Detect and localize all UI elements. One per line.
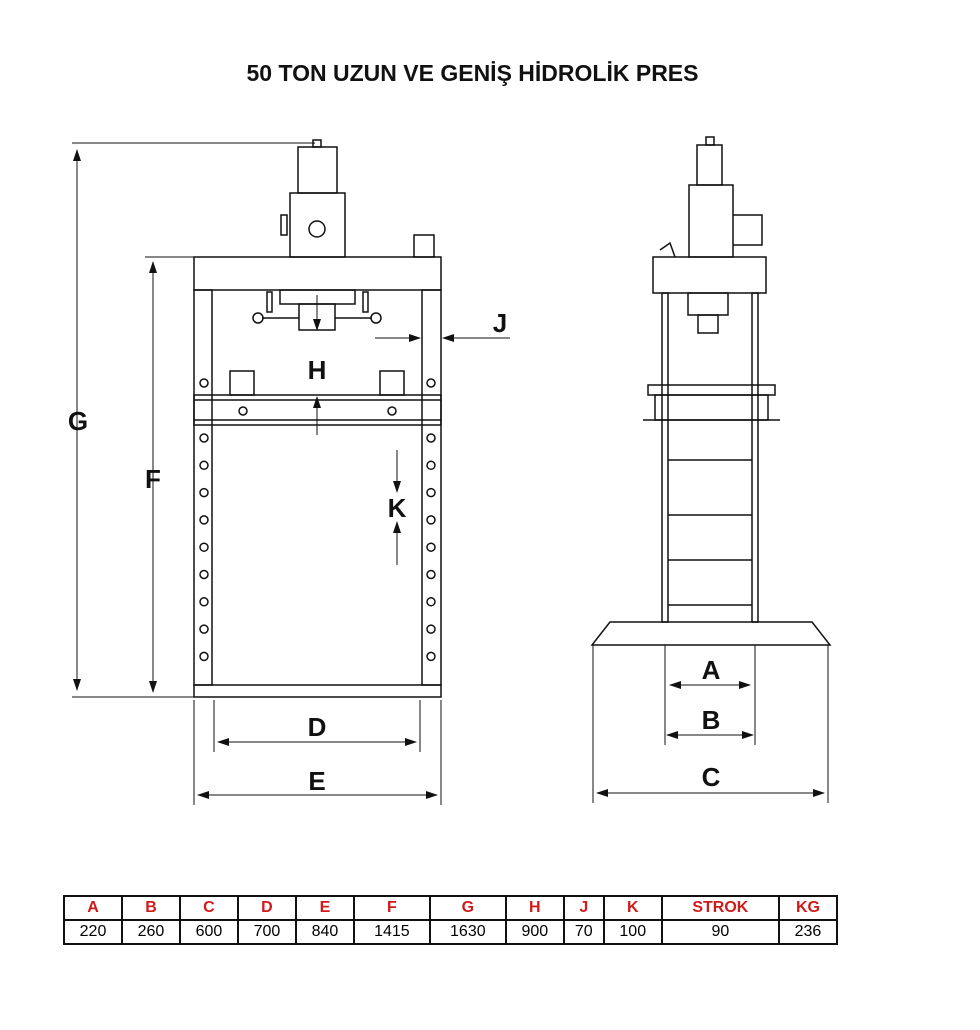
column-hole bbox=[426, 597, 436, 607]
spec-value-cell: 1415 bbox=[352, 919, 431, 945]
dim-label-k: K bbox=[388, 493, 407, 523]
spec-value-cell: 100 bbox=[602, 919, 663, 945]
spec-header-cell: E bbox=[294, 895, 355, 921]
spec-header-cell: B bbox=[120, 895, 181, 921]
spec-value-cell: 1630 bbox=[428, 919, 507, 945]
column-hole bbox=[426, 515, 436, 525]
spec-header-cell: KG bbox=[777, 895, 839, 921]
spec-value-cell: 90 bbox=[660, 919, 780, 945]
dim-label-h: H bbox=[308, 355, 327, 385]
dim-label-d: D bbox=[308, 712, 327, 742]
column-hole bbox=[426, 433, 436, 443]
dim-label-j: J bbox=[493, 308, 507, 338]
dim-label-b: B bbox=[702, 705, 721, 735]
spec-value-cell: 840 bbox=[294, 919, 355, 945]
spec-value-cell: 700 bbox=[236, 919, 297, 945]
spec-value-cell: 600 bbox=[178, 919, 239, 945]
page-title: 50 TON UZUN VE GENİŞ HİDROLİK PRES bbox=[246, 60, 699, 86]
spec-header-cell: D bbox=[236, 895, 297, 921]
column-hole bbox=[199, 515, 209, 525]
column-hole bbox=[426, 651, 436, 662]
spec-header-cell: F bbox=[352, 895, 431, 921]
column-hole bbox=[199, 542, 209, 552]
spec-header-cell: J bbox=[562, 895, 605, 921]
column-hole bbox=[426, 542, 436, 552]
spec-value-cell: 220 bbox=[63, 919, 123, 945]
dim-label-g: G bbox=[68, 406, 88, 436]
column-hole bbox=[426, 460, 436, 471]
spec-value-cell: 70 bbox=[562, 919, 605, 945]
dim-label-a: A bbox=[702, 655, 721, 685]
column-hole bbox=[199, 433, 209, 443]
column-hole bbox=[426, 624, 436, 634]
spec-header-cell: K bbox=[602, 895, 663, 921]
side-view bbox=[590, 136, 832, 803]
spec-header-cell: STROK bbox=[660, 895, 780, 921]
column-hole bbox=[426, 487, 436, 498]
column-hole bbox=[199, 569, 209, 580]
column-hole bbox=[199, 651, 209, 662]
spec-value-cell: 900 bbox=[504, 919, 565, 945]
column-hole bbox=[199, 624, 209, 634]
front-view bbox=[72, 139, 510, 805]
spec-header-cell: G bbox=[428, 895, 507, 921]
column-hole bbox=[199, 460, 209, 471]
column-hole bbox=[199, 597, 209, 607]
spec-value-cell: 236 bbox=[777, 919, 839, 945]
spec-value-cell: 260 bbox=[120, 919, 181, 945]
spec-header-cell: C bbox=[178, 895, 239, 921]
column-hole bbox=[199, 487, 209, 498]
column-hole bbox=[426, 569, 436, 580]
spec-header-cell: A bbox=[63, 895, 123, 921]
dim-label-f: F bbox=[145, 464, 161, 494]
spec-header-cell: H bbox=[504, 895, 565, 921]
dim-label-e: E bbox=[308, 766, 325, 796]
dim-label-c: C bbox=[702, 762, 721, 792]
